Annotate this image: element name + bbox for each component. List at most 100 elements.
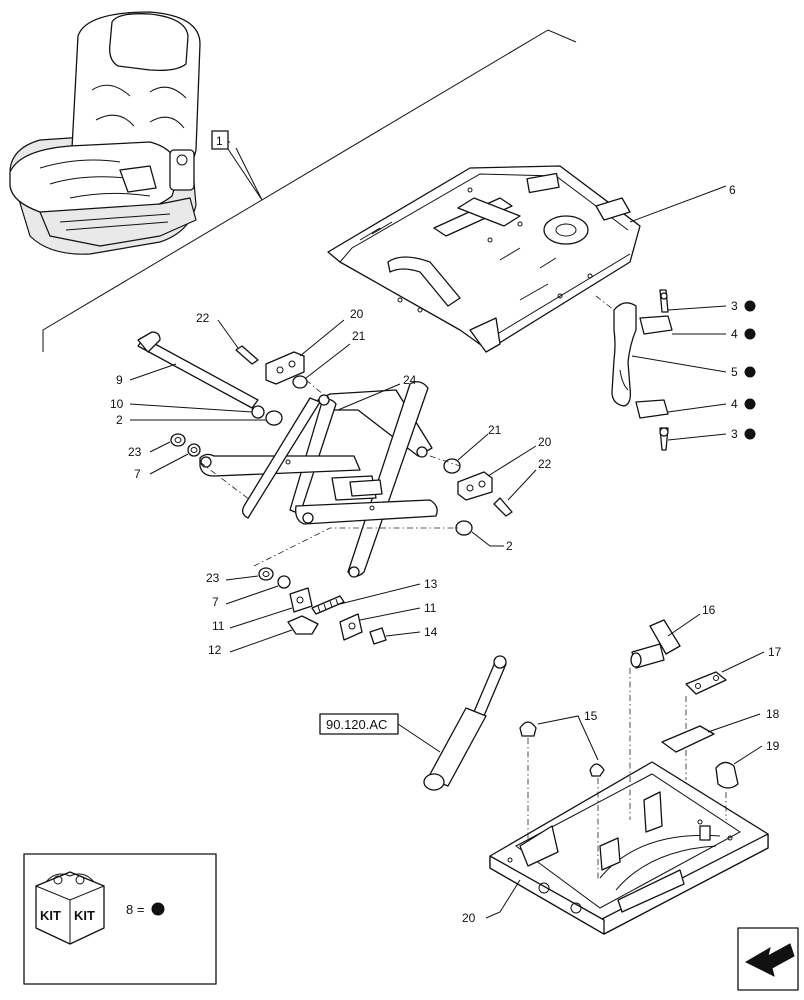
spacer-10	[251, 405, 265, 419]
seat-top-plate	[327, 165, 641, 353]
next-page-arrow-icon[interactable]	[737, 927, 799, 991]
callout-16: 16	[702, 603, 716, 617]
dash-linkage-bottom	[253, 527, 460, 567]
callout-20-bottom: 20	[462, 911, 476, 925]
callout-19: 19	[766, 739, 780, 753]
callout-7-top: 7	[134, 467, 141, 481]
leader-23b	[225, 575, 259, 581]
callout-3-bottom: 3	[731, 427, 738, 441]
bushing-2-right	[455, 520, 473, 536]
callout-17: 17	[768, 645, 782, 659]
washer-23-top	[170, 433, 186, 447]
callout-21-top: 21	[352, 329, 366, 343]
kit-icon: KIT KIT	[35, 871, 105, 945]
leader-20b	[487, 445, 537, 477]
callout-18: 18	[766, 707, 780, 721]
callout-11-right: 11	[424, 601, 437, 615]
leader-24	[337, 383, 401, 411]
lever-16	[630, 619, 681, 669]
inset-divider-line	[42, 29, 577, 352]
leader-3a	[667, 305, 727, 311]
pin-14	[369, 627, 387, 645]
washer-7-bottom	[277, 575, 291, 589]
callout-10: 10	[110, 397, 124, 411]
callout-9: 9	[116, 373, 123, 387]
callout-20-right: 20	[538, 435, 552, 449]
kit-text-left: KIT	[40, 908, 61, 923]
leader-16	[667, 613, 701, 637]
bumper-19	[715, 761, 739, 789]
spring-13	[311, 595, 345, 615]
reference-label: 90.120.AC	[326, 717, 387, 732]
leader-11b	[359, 607, 421, 621]
leader-18	[707, 713, 761, 733]
leader-22b	[507, 469, 537, 501]
kit-marker-4-bottom	[744, 398, 756, 410]
pad-18	[661, 725, 715, 753]
dash-bush-top	[305, 379, 331, 401]
callout-2-top: 2	[116, 413, 123, 427]
callout-21-right: 21	[488, 423, 502, 437]
shaft-9	[137, 331, 259, 409]
callout-4-bottom: 4	[731, 397, 738, 411]
kit-marker-5	[744, 366, 756, 378]
bush-21-top	[292, 375, 308, 389]
clip-12	[287, 615, 319, 635]
lower-frame	[489, 761, 769, 935]
leader-10	[129, 403, 253, 413]
washer-23-bottom	[258, 567, 274, 581]
leader-reference	[397, 723, 441, 753]
leader-7b	[225, 585, 279, 605]
leader-21a	[305, 343, 351, 379]
leader-13	[339, 583, 421, 605]
callout-4-top: 4	[731, 327, 738, 341]
screw-22-right	[493, 497, 513, 517]
bushing-2-left	[265, 410, 283, 426]
dash-linkage-right	[429, 455, 461, 467]
legend-equation: 8 =	[126, 902, 144, 917]
leader-21b	[457, 433, 489, 461]
callout-15: 15	[584, 709, 598, 723]
callout-6: 6	[729, 183, 736, 197]
callout-24: 24	[403, 373, 417, 387]
leader-7a	[149, 453, 189, 475]
seat-callout-box	[211, 130, 229, 150]
screw-22-top	[235, 345, 259, 365]
callout-13: 13	[424, 577, 438, 591]
callout-7-bottom: 7	[212, 595, 219, 609]
callout-1: 1	[216, 134, 223, 148]
tractor-seat-illustration	[9, 11, 201, 255]
leader-9	[129, 363, 177, 381]
kit-text-right: KIT	[74, 908, 95, 923]
callout-14: 14	[424, 625, 438, 639]
block-20-top	[265, 351, 305, 385]
block-20-right	[457, 471, 493, 501]
bracket-11-left	[289, 587, 313, 613]
bracket-11-right	[339, 613, 363, 641]
callout-5: 5	[731, 365, 738, 379]
callout-23-bottom: 23	[206, 571, 220, 585]
callout-22-top: 22	[196, 311, 210, 325]
kit-marker-3-bottom	[744, 428, 756, 440]
kit-marker-4-top	[744, 328, 756, 340]
plate-17	[685, 671, 727, 695]
legend-kit-marker	[151, 902, 165, 916]
leader-22a	[217, 319, 239, 349]
callout-12: 12	[208, 643, 222, 657]
bumper-15-right	[589, 763, 605, 777]
callout-2-bottom: 2	[506, 539, 513, 553]
leader-20c	[485, 879, 521, 919]
dash-linkage-left	[199, 461, 251, 501]
scissor-linkage	[199, 381, 438, 578]
seat-callout-leader-arms	[225, 145, 263, 201]
callout-23-top: 23	[128, 445, 142, 459]
strap-dash	[595, 295, 615, 311]
leader-4b	[667, 403, 727, 413]
kit-marker-3-top	[744, 300, 756, 312]
leader-5	[631, 355, 727, 373]
leader-20a	[299, 319, 345, 357]
leader-15	[537, 715, 599, 761]
leader-2b	[471, 531, 504, 547]
